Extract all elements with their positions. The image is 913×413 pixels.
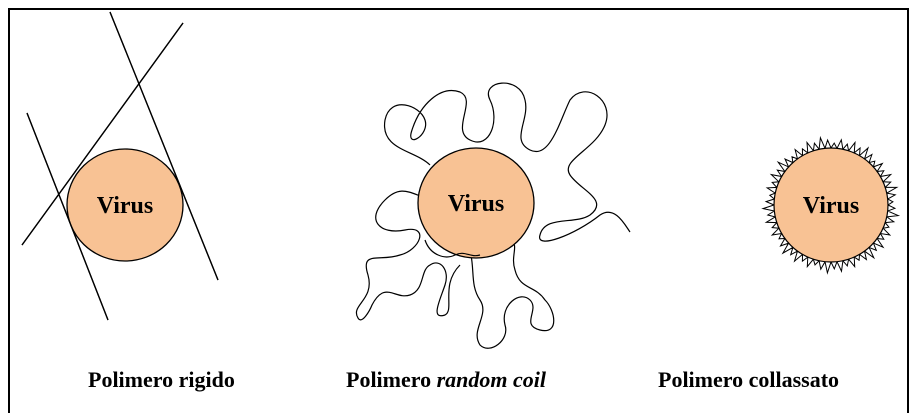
caption-collapsed: Polimero collassato [658, 367, 839, 393]
virus-label: Virus [803, 193, 859, 219]
caption-rigid: Polimero rigido [88, 367, 235, 393]
rigid-polymer-panel: Virus [22, 12, 218, 320]
collapsed-polymer-panel: Virus [763, 138, 898, 273]
caption-random-coil-prefix: Polimero [346, 367, 437, 392]
caption-random-coil: Polimero random coil [346, 367, 546, 393]
virus-label: Virus [97, 193, 153, 219]
random-coil-panel: Virus [356, 83, 630, 348]
caption-random-coil-italic: random coil [437, 367, 546, 392]
virus-label: Virus [448, 191, 504, 217]
